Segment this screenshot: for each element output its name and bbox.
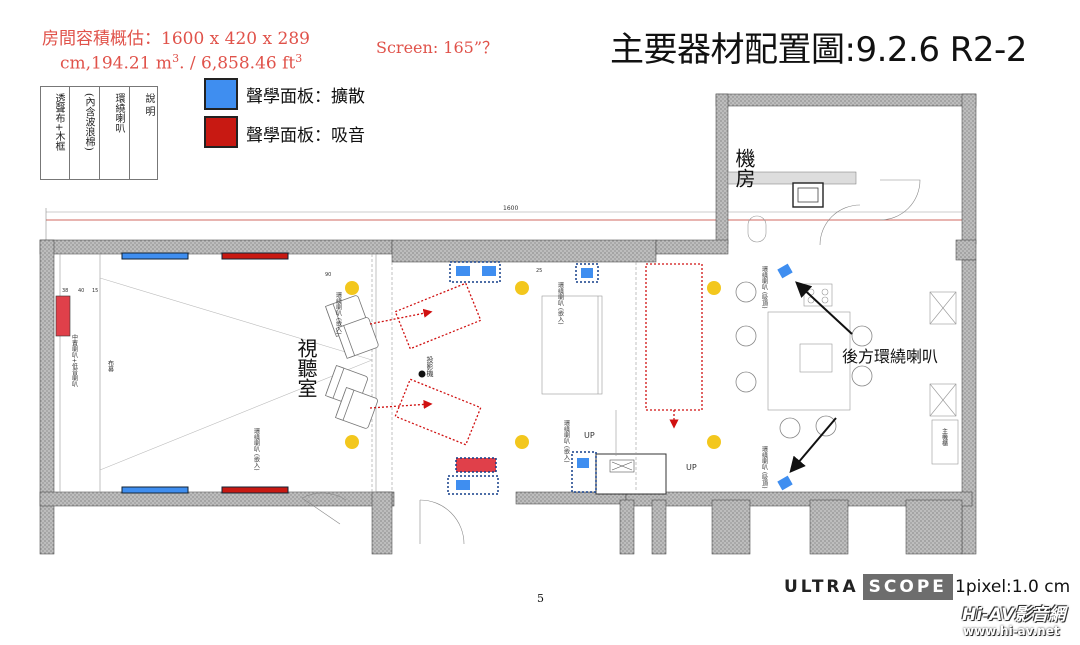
surround-speakers (447, 261, 793, 495)
viewing-seats (324, 295, 379, 429)
notes-box: 說 明 環繞喇叭 (內含波浪棉) 透聲布+木框 (40, 86, 158, 180)
screen-size-note: Screen: 165”？ (376, 38, 499, 57)
red-dotted-outlines (369, 263, 703, 446)
label-dim-38: 38 (62, 288, 68, 294)
notes-col-1: 環繞喇叭 (99, 87, 129, 179)
legend-absorber-label: 聲學面板：吸音 (246, 126, 365, 146)
label-dim-25: 25 (536, 268, 542, 274)
label-projector: 投影機 (426, 355, 434, 378)
label-up-2: UP (686, 463, 697, 472)
legend-diffuser-swatch (204, 78, 238, 110)
label-main-cabinet: 主機櫃 (941, 427, 948, 447)
projector-icon (418, 370, 426, 378)
label-dim-40: 40 (78, 288, 84, 294)
label-surround-flush-2: 環繞喇叭 (吸頂) (761, 446, 768, 489)
legend-diffuser-label: 聲學面板：擴散 (246, 87, 365, 107)
volume-estimate-line2: cm,194.21 m3. / 6,858.46 ft3 (60, 52, 303, 74)
label-surround-embedded-2: 環繞喇叭 (嵌入) (557, 282, 564, 325)
label-surround-flush-1: 環繞喇叭 (吸頂) (761, 266, 768, 309)
label-screen-cloth: 布幕 (107, 359, 114, 373)
brand-ultra: ULTRA (784, 577, 859, 597)
label-front-speakers: 中置喇叭+低音喇叭 (71, 333, 78, 388)
machine-room-label: 機房 (732, 148, 756, 188)
dimension-line: 1600 (45, 205, 973, 240)
viewing-room-label: 視聽室 (294, 338, 318, 398)
label-surround-embedded-3: 環繞喇叭 (嵌入) (253, 428, 260, 471)
pixel-scale: 1pixel:1.0 cm (955, 577, 1071, 597)
rear-surround-arrows (789, 281, 853, 474)
label-surround-embedded-4: 環繞喇叭 (嵌入) (563, 420, 570, 463)
brand-scope: SCOPE (862, 574, 953, 600)
label-up-1: UP (584, 431, 595, 440)
notes-col-3: 透聲布+木框 (53, 93, 64, 152)
label-dim-15: 15 (92, 288, 98, 294)
watermark-site: Hi-AV影音網 (962, 605, 1066, 625)
volume-estimate-line1: 房間容積概估：1600 x 420 x 289 (42, 29, 310, 49)
watermark-url: www.hi-av.net (963, 624, 1060, 638)
legend-absorber-swatch (204, 116, 238, 148)
rear-surround-speaker-label: 後方環繞喇叭 (842, 347, 939, 366)
main-walls (39, 239, 977, 555)
interior-lines (59, 253, 959, 545)
page-title: 主要器材配置圖:9.2.6 R2-2 (610, 30, 1027, 70)
label-surround-embedded-1: 環繞喇叭 (嵌入) (335, 292, 342, 335)
notes-col-2: (內含波浪棉) (69, 87, 99, 179)
dining-chairs (735, 281, 873, 439)
acoustic-panels (55, 252, 497, 494)
dimension-label: 1600 (503, 205, 518, 212)
page-number: 5 (537, 592, 544, 605)
label-dim-90: 90 (325, 272, 331, 278)
ceiling-lights (345, 281, 721, 449)
notes-header: 說 明 (129, 87, 159, 179)
